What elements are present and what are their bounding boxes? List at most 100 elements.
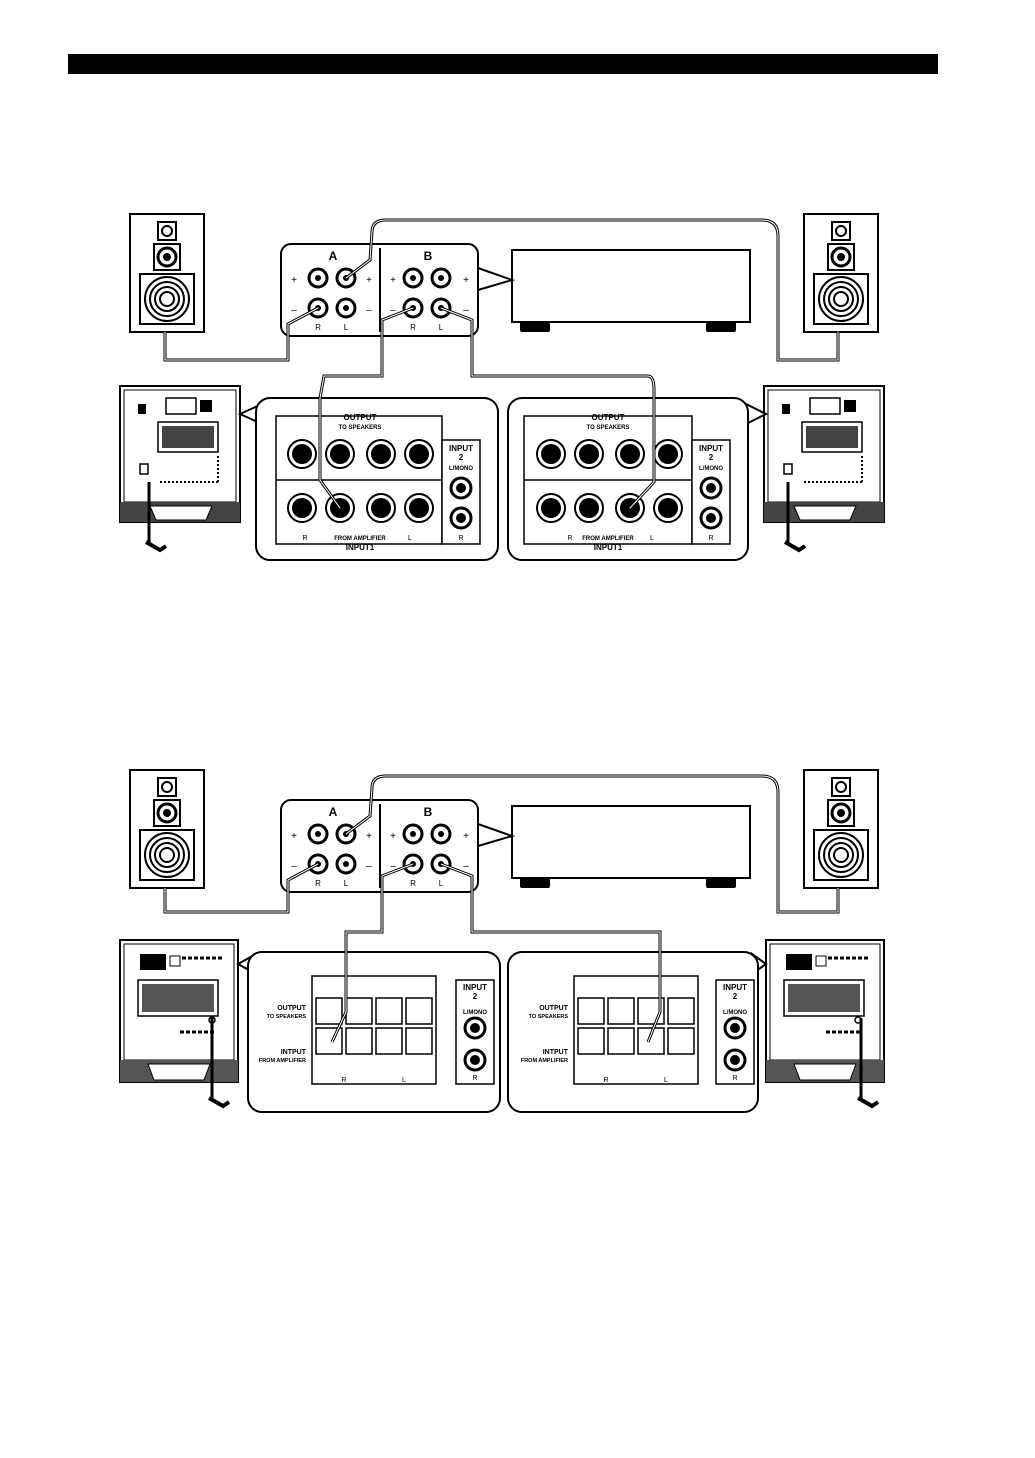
right-channel-label: R (410, 879, 416, 888)
right-channel-label: R (458, 535, 463, 542)
plus-sign: + (390, 831, 396, 842)
section-header-bar (68, 54, 938, 74)
subwoofer-icon (765, 939, 885, 1083)
right-channel-label: R (341, 1077, 346, 1084)
minus-sign: – (366, 305, 372, 316)
to-speakers-label: TO SPEAKERS (529, 1014, 569, 1020)
mono-label: L/MONO (449, 466, 473, 472)
subwoofer-panel-callout: INPUT 2 L/MONO OUTPUT TO SPEAKERS INTPUT… (247, 951, 501, 1113)
rca-jack-icon (723, 1016, 747, 1072)
input2-label: INPUT (449, 444, 473, 453)
speaker-icon (803, 213, 879, 333)
right-channel-label: R (567, 535, 572, 542)
left-channel-label: L (402, 1077, 406, 1084)
plus-sign: + (366, 831, 372, 842)
amplifier-icon (511, 805, 751, 888)
plus-sign: + (366, 275, 372, 286)
terminal-icon (287, 439, 434, 523)
to-speakers-label: TO SPEAKERS (587, 425, 630, 431)
subwoofer-panel-callout: OUTPUT TO SPEAKERS INPUT 2 L/MONO R FROM… (507, 397, 749, 561)
right-channel-label: R (315, 323, 321, 332)
power-cord-icon (857, 1018, 880, 1109)
plus-sign: + (463, 275, 469, 286)
speaker-icon (129, 769, 205, 889)
output-label: OUTPUT (539, 1005, 569, 1012)
minus-sign: – (390, 305, 396, 316)
power-cord-icon (208, 1018, 231, 1109)
mono-label: L/MONO (699, 466, 723, 472)
input1-label: INPUT1 (594, 543, 623, 552)
input2-label: INPUT (463, 983, 487, 992)
speaker-icon (129, 213, 205, 333)
terminal-icon (315, 997, 433, 1055)
connection-diagram-1: A B + + + + – – – – R L R L (119, 213, 885, 561)
right-channel-label: R (315, 879, 321, 888)
left-channel-label: L (439, 323, 444, 332)
mono-label: L/MONO (463, 1010, 487, 1016)
amp-terminal-callout: A B + + + + – – – – R L R L (280, 799, 516, 893)
to-speakers-label: TO SPEAKERS (267, 1014, 307, 1020)
terminal-icon (577, 997, 695, 1055)
output-label: OUTPUT (592, 413, 625, 422)
subwoofer-icon (119, 385, 241, 523)
plus-sign: + (463, 831, 469, 842)
input2-number: 2 (733, 992, 738, 1001)
from-amplifier-label: FROM AMPLIFIER (521, 1058, 568, 1064)
plus-sign: + (390, 275, 396, 286)
output-label: OUTPUT (277, 1005, 307, 1012)
to-speakers-label: TO SPEAKERS (339, 425, 382, 431)
right-channel-label: R (732, 1075, 737, 1082)
left-channel-label: L (439, 879, 444, 888)
from-amplifier-label: FROM AMPLIFIER (334, 536, 386, 542)
rca-jack-icon (463, 1016, 487, 1072)
input2-number: 2 (459, 453, 464, 462)
left-channel-label: L (344, 879, 349, 888)
input2-label: INPUT (699, 444, 723, 453)
amp-group-b-label: B (424, 249, 433, 263)
left-channel-label: L (650, 535, 654, 542)
minus-sign: – (291, 305, 297, 316)
rca-jack-icon (449, 476, 473, 530)
right-channel-label: R (410, 323, 416, 332)
left-channel-label: L (664, 1077, 668, 1084)
minus-sign: – (390, 861, 396, 872)
from-amplifier-label: FROM AMPLIFIER (259, 1058, 306, 1064)
subwoofer-panel-callout: INPUT 2 L/MONO OUTPUT TO SPEAKERS INTPUT… (507, 951, 759, 1113)
terminal-icon (536, 439, 683, 523)
input2-number: 2 (473, 992, 478, 1001)
left-channel-label: L (408, 535, 412, 542)
output-label: OUTPUT (344, 413, 377, 422)
from-amplifier-label: FROM AMPLIFIER (582, 536, 634, 542)
mono-label: L/MONO (723, 1010, 747, 1016)
input1-label: INPUT1 (346, 543, 375, 552)
input2-number: 2 (709, 453, 714, 462)
rca-jack-icon (699, 476, 723, 530)
plus-sign: + (291, 831, 297, 842)
minus-sign: – (463, 861, 469, 872)
speaker-icon (803, 769, 879, 889)
amp-terminal-callout: A B + + + + – – – – R L R L (280, 243, 516, 337)
plus-sign: + (291, 275, 297, 286)
power-cord-icon (145, 482, 168, 553)
right-channel-label: R (472, 1075, 477, 1082)
subwoofer-panel-callout: OUTPUT TO SPEAKERS INPUT 2 L/MONO R FROM… (255, 397, 499, 561)
amplifier-icon (511, 249, 751, 332)
amp-group-b-label: B (424, 805, 433, 819)
right-channel-label: R (603, 1077, 608, 1084)
input2-label: INPUT (723, 983, 747, 992)
right-channel-label: R (302, 535, 307, 542)
right-channel-label: R (708, 535, 713, 542)
minus-sign: – (366, 861, 372, 872)
input-label: INTPUT (281, 1049, 307, 1056)
connection-diagram-2: A B + + + + – – – – R L R L (119, 769, 885, 1113)
minus-sign: – (463, 305, 469, 316)
subwoofer-icon (763, 385, 885, 523)
minus-sign: – (291, 861, 297, 872)
amp-group-a-label: A (329, 249, 338, 263)
amp-group-a-label: A (329, 805, 338, 819)
power-cord-icon (784, 482, 807, 553)
input-label: INTPUT (543, 1049, 569, 1056)
subwoofer-icon (119, 939, 239, 1083)
left-channel-label: L (344, 323, 349, 332)
